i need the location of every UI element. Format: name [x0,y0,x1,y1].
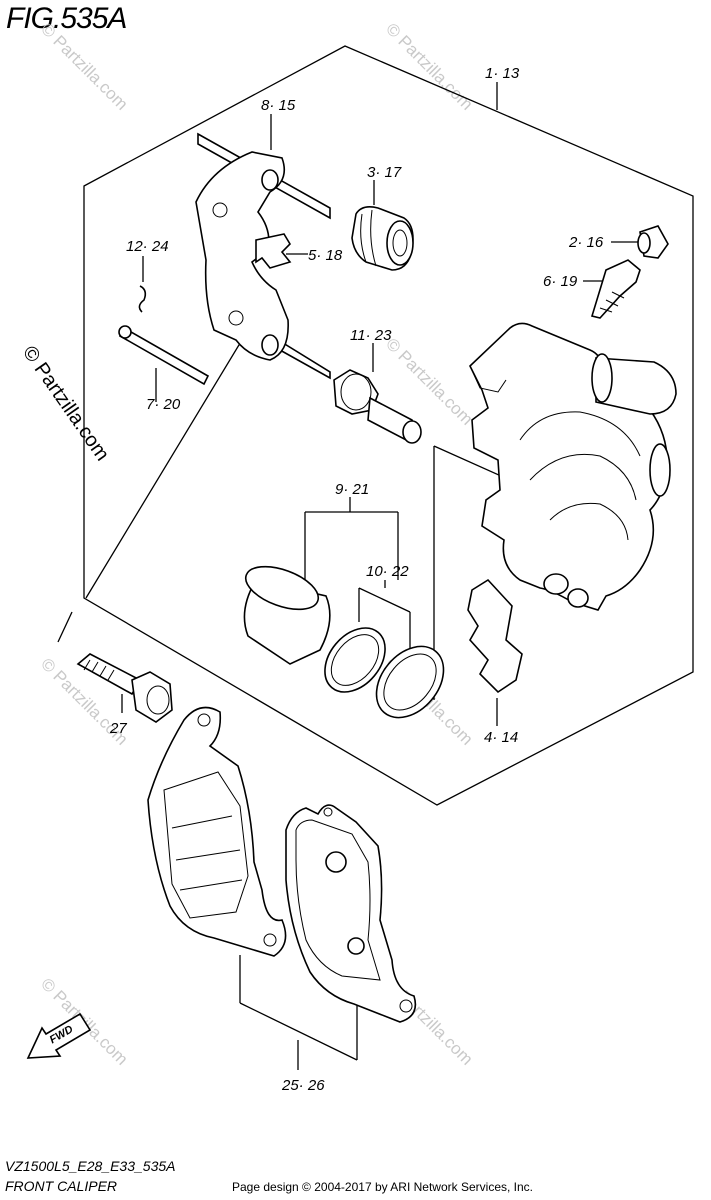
pad-spring [467,578,523,694]
callout-2-16: 2· 16 [568,234,604,251]
figure-title: FIG.535A [6,2,127,35]
brake-pad-outer [285,804,417,1023]
assembly-outline [83,45,694,806]
model-code: VZ1500L5_E28_E33_535A [5,1158,176,1174]
bleeder-screw [590,259,641,319]
bleeder-cap [637,225,669,259]
callout-3-17: 3· 17 [367,164,402,181]
caliper-piston [243,565,331,665]
cotter-pin [138,285,147,313]
callout-1-13: 1· 13 [485,65,520,82]
clip [255,233,292,269]
page-credit: Page design © 2004-2017 by ARI Network S… [232,1180,534,1194]
brake-pad-inner [147,706,287,957]
slide-pin [333,369,422,444]
watermark: © Partzilla.com [382,19,476,113]
callout-9-21: 9· 21 [335,481,369,498]
callout-8-15: 8· 15 [261,97,296,114]
callout-12-24: 12· 24 [126,238,169,255]
callout-labels: 1· 13 8· 15 3· 17 5· 18 12· 24 2· 16 6· … [109,65,604,1094]
hanger-pin [118,325,210,386]
callout-10-22: 10· 22 [366,563,409,580]
pin-boot [351,206,414,271]
callout-7-20: 7· 20 [146,396,181,413]
mounting-bolt [76,653,173,723]
caliper-bracket [195,132,331,380]
caliper-body [469,322,677,611]
callout-11-23: 11· 23 [350,327,392,344]
fwd-arrow-icon: FWD [26,1012,92,1059]
watermark: © Partzilla.com [37,19,131,113]
callout-25-26: 25· 26 [281,1077,325,1094]
piston-seal [324,627,386,693]
callout-4-14: 4· 14 [484,729,518,746]
callout-5-18: 5· 18 [308,247,343,264]
callout-27: 27 [109,720,127,737]
dust-seal [375,645,445,719]
callout-6-19: 6· 19 [543,273,578,290]
leader-lines [57,82,640,1070]
section-name: FRONT CALIPER [5,1178,118,1194]
